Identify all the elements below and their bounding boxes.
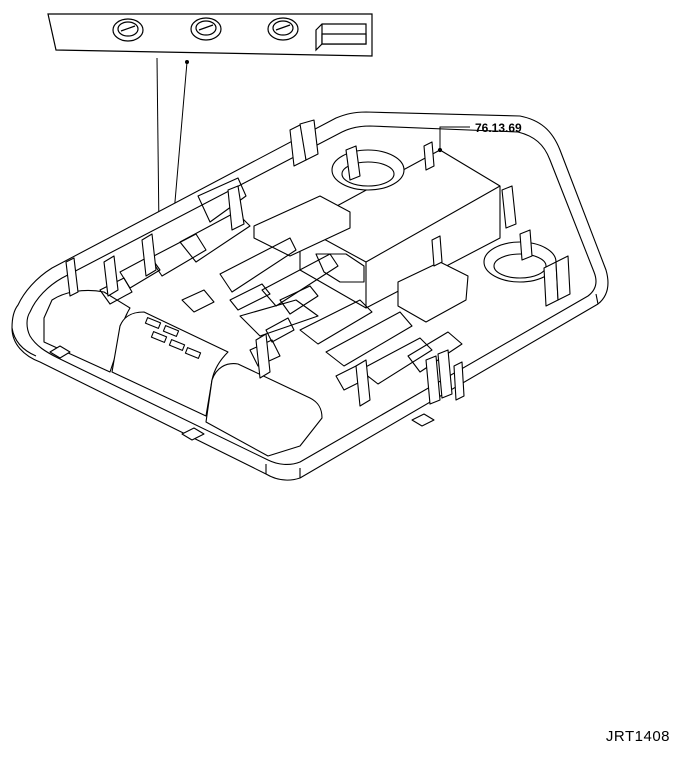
clip (356, 360, 370, 406)
screw-icon (113, 19, 143, 41)
clip (66, 258, 78, 296)
switch-slot (145, 318, 160, 329)
center-tab (316, 254, 364, 282)
clip (432, 236, 442, 266)
switch-slot (163, 326, 178, 337)
roof-console-housing (12, 112, 608, 480)
clip (520, 230, 532, 260)
clip (424, 142, 434, 170)
clip (300, 120, 318, 160)
rim-notches (50, 346, 434, 440)
switch-slot (151, 332, 166, 343)
screw-icon (191, 18, 221, 40)
clip (228, 186, 244, 230)
clip (346, 146, 360, 180)
rim-lip (12, 294, 598, 478)
detail-inset (48, 14, 372, 56)
connector-tab (316, 24, 366, 50)
switch-slot (185, 348, 200, 359)
clip (502, 186, 516, 228)
mounting-clips (66, 120, 570, 406)
clip (556, 256, 570, 300)
clip (438, 350, 452, 398)
clip (426, 356, 440, 404)
light-pocket-right-inner (494, 254, 546, 278)
callout-leader (438, 127, 470, 152)
part-number-label: 76.13.69 (475, 121, 522, 135)
screw-icon (268, 18, 298, 40)
switch-slot (169, 340, 184, 351)
figure-code: JRT1408 (605, 728, 670, 745)
clip (142, 234, 156, 276)
clip (104, 256, 118, 296)
clip (454, 362, 464, 400)
clip (256, 334, 270, 378)
mid-plate (254, 196, 350, 256)
front-panel-right (206, 364, 322, 456)
internal-ribs (100, 178, 462, 390)
